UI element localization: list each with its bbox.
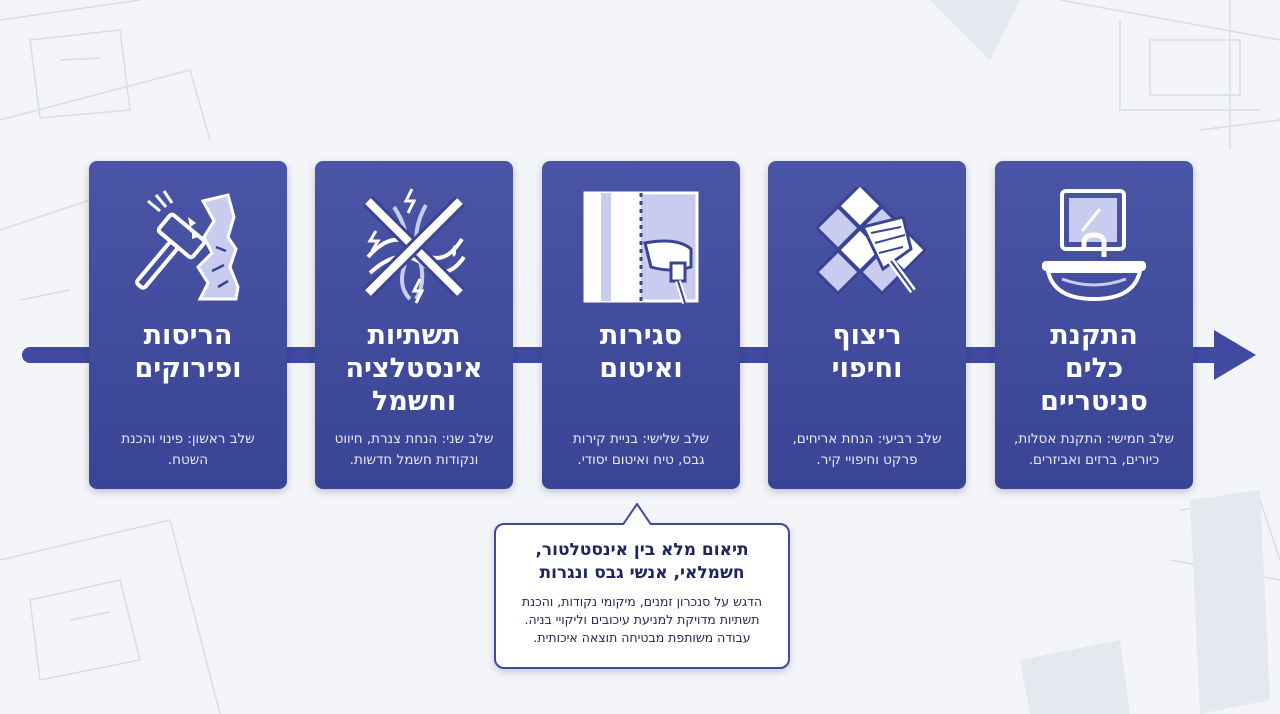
step-card-tiling-cladding: ריצוף וחיפוי שלב רביעי: הנחת אריחים, פרק… (768, 161, 966, 489)
step-description-line: שלב רביעי: הנחת אריחים, (792, 431, 942, 447)
coordination-callout: תיאום מלא בין אינסטלטור, חשמלאי, אנשי גב… (494, 503, 790, 669)
step-description-line: השטח. (167, 452, 209, 468)
step-title-line: כלים (1064, 353, 1124, 384)
step-description: שלב ראשון: פינוי והכנת השטח. (99, 429, 277, 471)
callout-headline-line: חשמלאי, אנשי גבס ונגרות (539, 563, 745, 583)
step-description-line: פרקט וחיפויי קיר. (816, 452, 918, 468)
step-title-line: התקנת (1050, 320, 1138, 351)
step-card-sanitary-installation: התקנת כלים סניטריים שלב חמישי: התקנת אסל… (995, 161, 1193, 489)
step-card-demolition: הריסות ופירוקים שלב ראשון: פינוי והכנת ה… (89, 161, 287, 489)
callout-headline: תיאום מלא בין אינסטלטור, חשמלאי, אנשי גב… (496, 539, 788, 585)
demolition-hammer-icon (135, 190, 240, 301)
step-title: הריסות ופירוקים (95, 319, 281, 385)
step-description: שלב שני: הנחת צנרת, חיווט ונקודות חשמל ח… (325, 429, 503, 471)
step-description-line: שלב שני: הנחת צנרת, חיווט (334, 431, 494, 447)
step-title: סגירות ואיטום (548, 319, 734, 385)
step-description: שלב שלישי: בניית קירות גבס, טיח ואיטום י… (552, 429, 730, 471)
step-title-line: אינסטלציה (345, 353, 483, 384)
callout-body-line: הדגש על סנכרון זמנים, מיקומי נקודות, והכ… (521, 594, 763, 609)
step-description-line: שלב ראשון: פינוי והכנת (121, 431, 255, 447)
step-title-line: ריצוף (832, 320, 902, 351)
timeline-arrowhead (1214, 330, 1256, 380)
callout-body-line: תשתיות מדויקת למניעת עיכובים וליקויי בני… (524, 612, 760, 627)
step-title-line: תשתיות (367, 320, 461, 351)
callout-body: הדגש על סנכרון זמנים, מיקומי נקודות, והכ… (496, 593, 788, 647)
sink-mirror-icon (1042, 189, 1146, 302)
step-title: תשתיות אינסטלציה וחשמל (321, 319, 507, 418)
step-title: ריצוף וחיפוי (774, 319, 960, 385)
step-description-line: גבס, טיח ואיטום יסודי. (577, 452, 705, 468)
step-title-line: הריסות (143, 320, 233, 351)
step-description: שלב חמישי: התקנת אסלות, כיורים, ברזים וא… (1005, 429, 1183, 471)
step-title-line: סגירות (599, 320, 683, 351)
callout-body-line: עבודה משותפת מבטיחה תוצאה איכותית. (533, 630, 751, 645)
step-description-line: שלב שלישי: בניית קירות (572, 431, 710, 447)
callout-headline-line: תיאום מלא בין אינסטלטור, (535, 540, 749, 560)
step-title-line: וחיפוי (831, 353, 903, 384)
step-title-line: וחשמל (371, 386, 457, 417)
step-title-line: סניטריים (1040, 386, 1148, 417)
step-card-drywall-sealing: סגירות ואיטום שלב שלישי: בניית קירות גבס… (542, 161, 740, 489)
step-description-line: שלב חמישי: התקנת אסלות, (1014, 431, 1174, 447)
plumbing-electrical-icon (363, 188, 466, 304)
tiling-trowel-icon (814, 187, 927, 296)
drywall-plastering-icon (583, 191, 699, 304)
step-title-line: ואיטום (599, 353, 683, 384)
step-description: שלב רביעי: הנחת אריחים, פרקט וחיפויי קיר… (778, 429, 956, 471)
step-description-line: כיורים, ברזים ואביזרים. (1028, 452, 1160, 468)
step-description-line: ונקודות חשמל חדשות. (349, 452, 479, 468)
step-title: התקנת כלים סניטריים (1001, 319, 1187, 418)
step-card-plumbing-electrical: תשתיות אינסטלציה וחשמל שלב שני: הנחת צנר… (315, 161, 513, 489)
step-title-line: ופירוקים (134, 353, 242, 384)
callout-pointer (622, 503, 652, 525)
